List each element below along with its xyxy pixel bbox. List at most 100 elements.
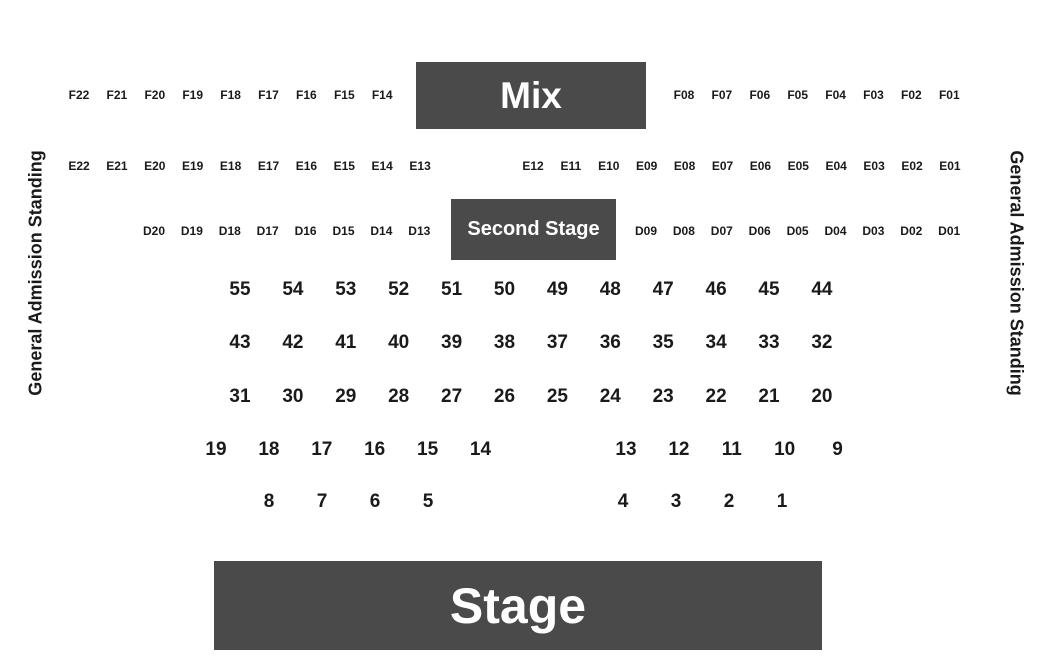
seat-d08[interactable]: D08: [672, 224, 695, 238]
seat-53[interactable]: 53: [335, 279, 357, 300]
seat-23[interactable]: 23: [652, 386, 674, 407]
seat-f15[interactable]: F15: [333, 88, 355, 102]
seat-30[interactable]: 30: [282, 386, 304, 407]
seat-d13[interactable]: D13: [408, 224, 431, 238]
seat-22[interactable]: 22: [705, 386, 727, 407]
seat-e11[interactable]: E11: [560, 159, 582, 173]
seat-12[interactable]: 12: [668, 439, 690, 460]
seat-e12[interactable]: E12: [522, 159, 544, 173]
seat-f01[interactable]: F01: [938, 88, 960, 102]
seat-17[interactable]: 17: [311, 439, 333, 460]
seat-5[interactable]: 5: [422, 491, 434, 512]
seat-e04[interactable]: E04: [825, 159, 847, 173]
seat-f22[interactable]: F22: [68, 88, 90, 102]
seat-e02[interactable]: E02: [901, 159, 923, 173]
seat-e18[interactable]: E18: [219, 159, 242, 173]
seat-e13[interactable]: E13: [409, 159, 431, 173]
seat-e22[interactable]: E22: [68, 159, 90, 173]
seat-18[interactable]: 18: [258, 439, 280, 460]
seat-f17[interactable]: F17: [258, 88, 279, 102]
seat-15[interactable]: 15: [417, 439, 439, 460]
seat-25[interactable]: 25: [546, 386, 568, 407]
seat-36[interactable]: 36: [599, 332, 621, 353]
seat-24[interactable]: 24: [599, 386, 621, 407]
seat-4[interactable]: 4: [617, 491, 629, 512]
seat-e20[interactable]: E20: [144, 159, 166, 173]
seat-8[interactable]: 8: [263, 491, 275, 512]
seat-e10[interactable]: E10: [598, 159, 620, 173]
seat-e05[interactable]: E05: [787, 159, 809, 173]
seat-39[interactable]: 39: [441, 332, 463, 353]
seat-20[interactable]: 20: [811, 386, 833, 407]
seat-d09[interactable]: D09: [634, 224, 658, 238]
seat-31[interactable]: 31: [229, 386, 251, 407]
seat-29[interactable]: 29: [335, 386, 357, 407]
seat-e06[interactable]: E06: [749, 159, 772, 173]
seat-e15[interactable]: E15: [333, 159, 355, 173]
seat-48[interactable]: 48: [599, 279, 621, 300]
seat-19[interactable]: 19: [205, 439, 227, 460]
seat-e16[interactable]: E16: [295, 159, 318, 173]
seat-40[interactable]: 40: [388, 332, 410, 353]
seat-f08[interactable]: F08: [673, 88, 695, 102]
seat-e01[interactable]: E01: [939, 159, 961, 173]
seat-d18[interactable]: D18: [218, 224, 241, 238]
seat-d19[interactable]: D19: [180, 224, 203, 238]
seat-41[interactable]: 41: [335, 332, 357, 353]
seat-33[interactable]: 33: [758, 332, 780, 353]
seat-e21[interactable]: E21: [106, 159, 128, 173]
general-admission-right[interactable]: General Admission Standing: [1006, 150, 1027, 396]
seat-9[interactable]: 9: [832, 439, 843, 460]
seat-d05[interactable]: D05: [786, 224, 809, 238]
seat-d14[interactable]: D14: [370, 224, 393, 238]
seat-d16[interactable]: D16: [294, 224, 317, 238]
seat-27[interactable]: 27: [441, 386, 463, 407]
seat-d01[interactable]: D01: [938, 224, 961, 238]
seat-10[interactable]: 10: [774, 439, 796, 460]
seat-14[interactable]: 14: [469, 439, 492, 460]
seat-43[interactable]: 43: [229, 332, 251, 353]
seat-d20[interactable]: D20: [142, 224, 166, 238]
seat-1[interactable]: 1: [776, 491, 788, 512]
seat-42[interactable]: 42: [282, 332, 304, 353]
seat-f19[interactable]: F19: [182, 88, 204, 102]
seat-38[interactable]: 38: [493, 332, 516, 353]
seat-e08[interactable]: E08: [673, 159, 696, 173]
seat-2[interactable]: 2: [723, 491, 735, 512]
seat-f05[interactable]: F05: [787, 88, 809, 102]
seat-f18[interactable]: F18: [220, 88, 241, 102]
seat-e07[interactable]: E07: [711, 159, 734, 173]
seat-e03[interactable]: E03: [863, 159, 885, 173]
seat-32[interactable]: 32: [811, 332, 833, 353]
general-admission-left[interactable]: General Admission Standing: [25, 150, 46, 396]
seat-f02[interactable]: F02: [901, 88, 922, 102]
seat-d17[interactable]: D17: [256, 224, 279, 238]
seat-47[interactable]: 47: [652, 279, 674, 300]
seat-e14[interactable]: E14: [371, 159, 393, 173]
seat-6[interactable]: 6: [369, 491, 381, 512]
seat-f07[interactable]: F07: [711, 88, 733, 102]
seat-d06[interactable]: D06: [748, 224, 771, 238]
seat-d03[interactable]: D03: [862, 224, 885, 238]
seat-35[interactable]: 35: [652, 332, 674, 353]
seat-e17[interactable]: E17: [257, 159, 280, 173]
seat-21[interactable]: 21: [758, 386, 780, 407]
seat-11[interactable]: 11: [721, 439, 742, 460]
seat-50[interactable]: 50: [493, 279, 516, 300]
seat-45[interactable]: 45: [758, 279, 780, 300]
seat-f21[interactable]: F21: [106, 88, 128, 102]
seat-52[interactable]: 52: [388, 279, 410, 300]
seat-46[interactable]: 46: [705, 279, 727, 300]
seat-54[interactable]: 54: [282, 279, 304, 300]
seat-44[interactable]: 44: [811, 279, 833, 300]
seat-34[interactable]: 34: [705, 332, 727, 353]
seat-16[interactable]: 16: [364, 439, 386, 460]
seat-d07[interactable]: D07: [710, 224, 733, 238]
seat-f16[interactable]: F16: [296, 88, 317, 102]
seat-f06[interactable]: F06: [749, 88, 771, 102]
seat-7[interactable]: 7: [316, 491, 328, 512]
seat-55[interactable]: 55: [229, 279, 251, 300]
seat-f04[interactable]: F04: [825, 88, 846, 102]
seat-28[interactable]: 28: [388, 386, 410, 407]
seat-d15[interactable]: D15: [332, 224, 355, 238]
